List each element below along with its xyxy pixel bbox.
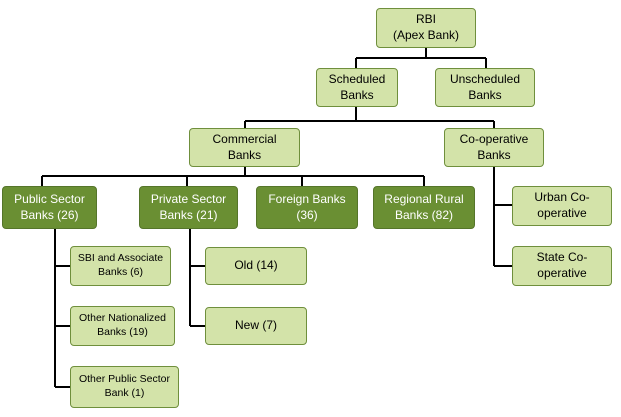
sbi-associate-banks-line1: SBI and Associate (77, 252, 164, 265)
commercial-banks-line2: Banks (227, 147, 262, 162)
new-banks-node: New (7) (205, 307, 307, 345)
old-banks-label: Old (14) (234, 258, 278, 273)
private-sector-banks-line1: Private Sector (150, 191, 227, 206)
unscheduled-banks-line2: Banks (468, 87, 502, 102)
private-sector-banks-line2: Banks (21) (159, 207, 218, 222)
other-nationalized-banks-line1: Other Nationalized (79, 312, 166, 325)
cooperative-banks-line2: Banks (477, 147, 511, 162)
regional-rural-banks-line2: Banks (82) (394, 207, 453, 222)
foreign-banks-line2: (36) (296, 207, 318, 222)
old-banks-node: Old (14) (205, 247, 307, 285)
state-cooperative-node: State Co-operative (512, 246, 612, 286)
sbi-associate-banks-line2: Banks (6) (98, 266, 143, 278)
public-sector-banks-line1: Public Sector (14, 191, 85, 206)
other-public-sector-bank-line2: Bank (1) (104, 387, 145, 399)
rbi-node: RBI(Apex Bank) (376, 8, 476, 48)
other-nationalized-banks-line2: Banks (19) (97, 326, 148, 338)
state-cooperative-line2: operative (537, 266, 587, 280)
urban-cooperative-line1: Urban Co- (534, 190, 590, 205)
urban-cooperative-node: Urban Co-operative (512, 186, 612, 226)
commercial-banks-line1: Commercial (212, 131, 277, 146)
cooperative-banks-line1: Co-operative (459, 131, 529, 146)
public-sector-banks-line2: Banks (26) (20, 207, 79, 222)
other-public-sector-bank-line1: Other Public Sector (78, 373, 171, 386)
regional-rural-banks-line1: Regional Rural (384, 191, 464, 206)
foreign-banks-node: Foreign Banks(36) (256, 186, 358, 229)
scheduled-banks-line2: Banks (340, 87, 374, 102)
rbi-node-line1: RBI (415, 12, 436, 27)
foreign-banks-line1: Foreign Banks (268, 191, 346, 206)
scheduled-banks-line1: Scheduled (328, 71, 386, 86)
state-cooperative-line1: State Co- (536, 250, 588, 265)
new-banks-label: New (7) (234, 318, 277, 333)
unscheduled-banks-line1: Unscheduled (449, 71, 521, 86)
rbi-node-line2: (Apex Bank) (392, 28, 460, 42)
urban-cooperative-line2: operative (537, 206, 587, 220)
